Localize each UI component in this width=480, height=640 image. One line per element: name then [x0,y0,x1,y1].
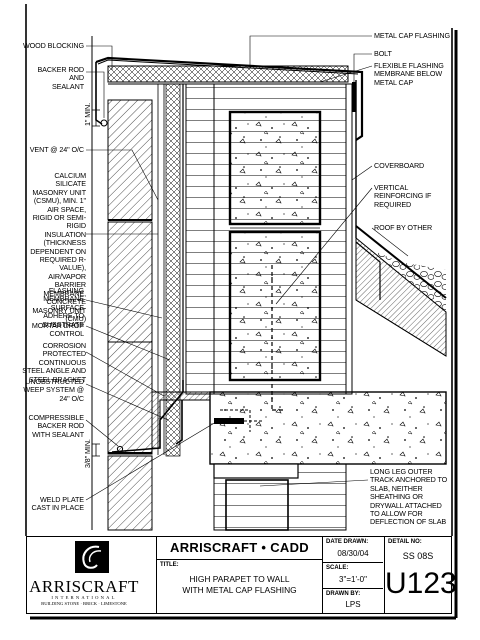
cmu-core-upper [228,110,322,226]
logo-subtitle: INTERNATIONAL [51,595,117,600]
scale-label: SCALE: [326,565,349,571]
long-leg-track [213,463,299,479]
label-weep-system: UNOBSTRUCTED WEEP SYSTEM @ 24" O/C [23,377,84,403]
csmu-middle [107,221,153,343]
drawing-title-line2: WITH METAL CAP FLASHING [182,585,297,595]
bolt [352,82,356,112]
detail-number: U123 [385,567,457,600]
arriscraft-logo-icon [75,541,109,573]
label-backer-rod-sealant: BACKER ROD AND SEALANT [37,65,84,91]
label-long-leg-track: LONG LEG OUTER TRACK ANCHORED TO SLAB, N… [370,467,448,527]
cmu-core-lower [228,230,322,382]
drawn-cell: DRAWN BY: LPS [323,589,383,613]
roof-gravel [372,250,446,312]
label-vent: VENT @ 24" O/C [29,145,84,154]
csmu-upper [107,99,153,221]
label-roof-by-other: ROOF BY OTHER [374,223,433,232]
label-mortar-drop: MORTAR DROP CONTROL [31,321,84,339]
leader-lines [85,35,409,501]
date-cell: DATE DRAWN: 08/30/04 [323,537,383,563]
label-min-3-8: 3/8" MIN. [83,439,92,468]
label-flexible-flashing: FLEXIBLE FLASHING MEMBRANE BELOW METAL C… [374,61,444,87]
backer-rod-top [100,119,108,127]
cmu-backup [185,83,215,395]
label-weld-plate: WELD PLATE CAST IN PLACE [31,495,85,513]
detail-value: SS 08S [402,551,434,561]
logo-tagline: BUILDING STONE · BRICK · LIMESTONE [41,601,127,606]
concrete-slab [209,391,447,465]
title-block: ARRISCRAFT INTERNATIONAL BUILDING STONE … [26,536,457,614]
brand-title: ARRISCRAFT • CADD [170,540,309,555]
coverboard [345,83,353,395]
section-drawing [85,35,447,531]
wood-blocking [107,65,349,83]
scale-cell: SCALE: 3"=1'-0" [323,563,383,589]
drawn-value: LPS [345,600,361,609]
metal-cap-flashing [95,56,364,141]
roof-membrane [355,225,447,299]
label-metal-cap-flashing: METAL CAP FLASHING [374,31,450,40]
logo-wordmark: ARRISCRAFT [29,577,139,596]
logo-cell: ARRISCRAFT INTERNATIONAL BUILDING STONE … [27,537,157,613]
label-wood-blocking: WOOD BLOCKING [23,41,84,50]
label-wall-assembly: CALCIUM SILICATE MASONRY UNIT (CSMU), MI… [30,171,86,323]
drawing-title-line1: HIGH PARAPET TO WALL [189,574,290,584]
label-min-1: 1" MIN. [83,102,92,126]
date-label: DATE DRAWN: [326,539,369,545]
detail-label: DETAIL No: [388,539,422,545]
csmu-lower [107,341,153,455]
flashing-membrane [111,380,184,453]
title-label: TITLE: [160,562,179,568]
label-corrosion-angle: CORROSION PROTECTED CONTINUOUS STEEL ANG… [22,341,86,384]
info-cell: DATE DRAWN: 08/30/04 SCALE: 3"=1'-0" DRA… [323,537,385,613]
cap-drip-left [95,62,103,125]
title-cell: ARRISCRAFT • CADD TITLE: HIGH PARAPET TO… [157,537,323,613]
label-coverboard: COVERBOARD [374,161,425,170]
drawn-label: DRAWN BY: [326,591,361,597]
date-value: 08/30/04 [337,549,369,558]
label-compressible-rod: COMPRESSIBLE BACKER ROD WITH SEALANT [28,413,84,439]
label-bolt: BOLT [374,49,392,58]
drawing-title: HIGH PARAPET TO WALL WITH METAL CAP FLAS… [157,574,322,596]
steel-bracket [175,400,183,445]
label-vertical-reinforcing: VERTICAL REINFORCING IF REQUIRED [374,183,432,209]
csmu-bottom [107,455,153,531]
detail-cell: DETAIL No: SS 08S U123 [385,537,457,613]
scale-value: 3"=1'-0" [339,575,367,584]
label-flashing-membrane: FLASHING MEMBRANE SURFACE ADHERE TO SUBS… [42,286,84,329]
weld-plate [214,418,244,424]
